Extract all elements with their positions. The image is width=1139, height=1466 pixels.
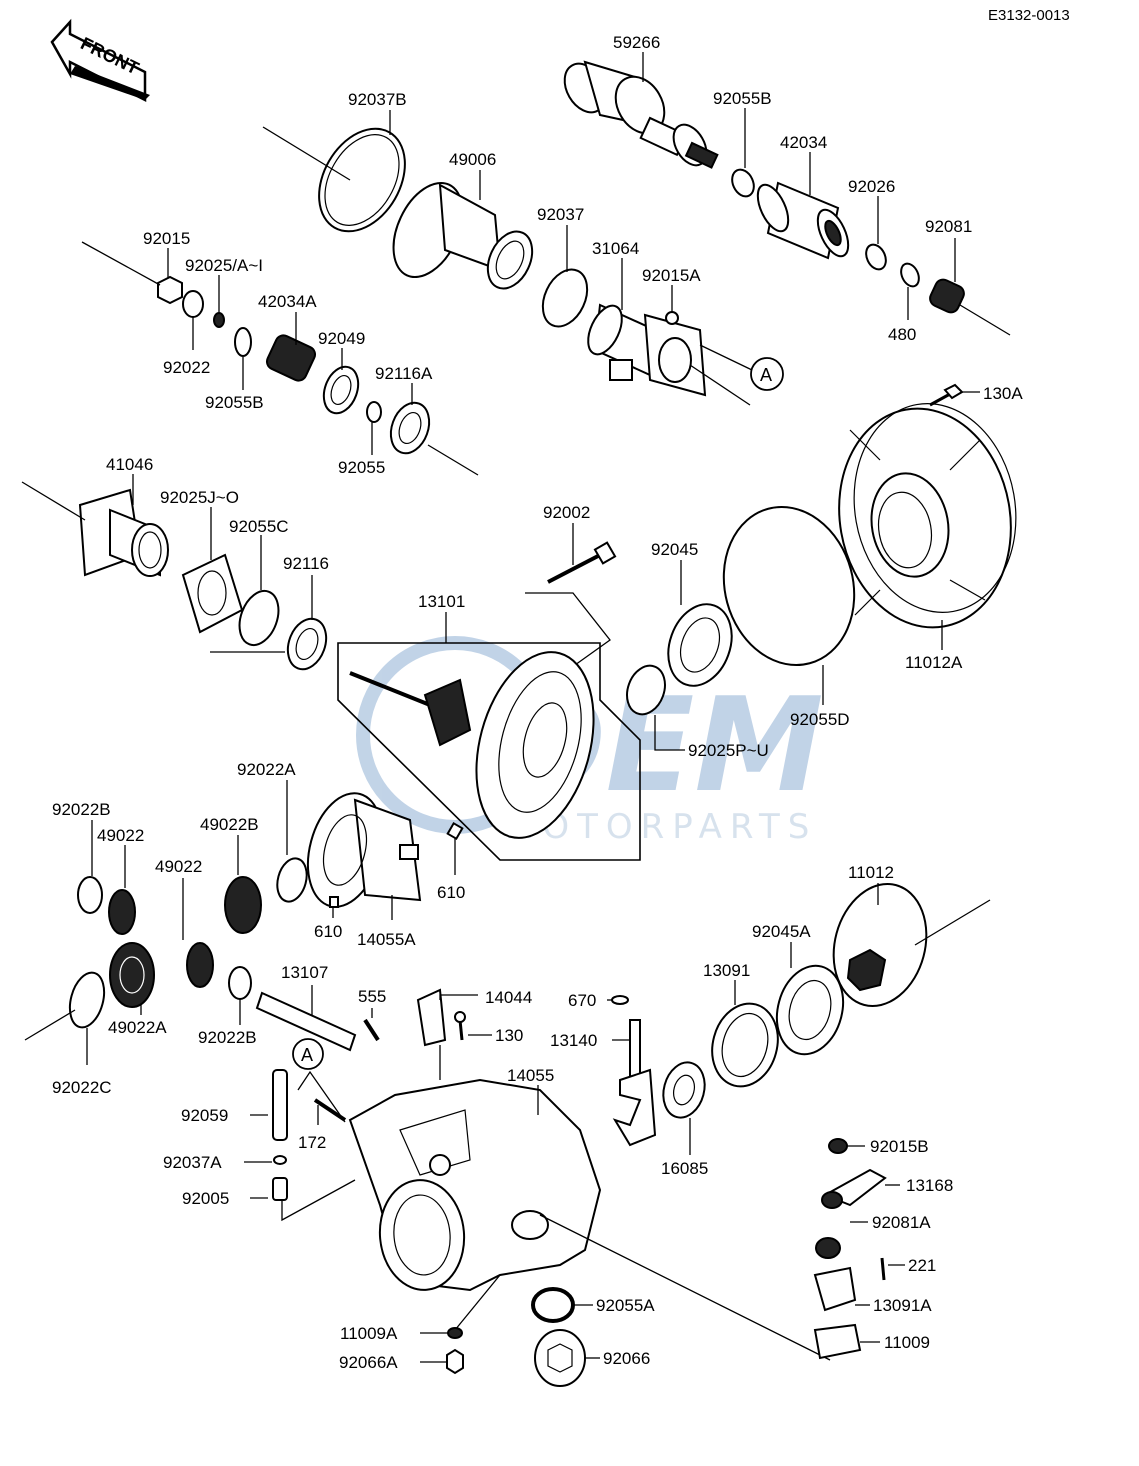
label-49022-top: 49022 — [97, 826, 144, 845]
label-92022B-top: 92022B — [52, 800, 111, 819]
label-92037A: 92037A — [163, 1153, 222, 1172]
label-92055B-left: 92055B — [205, 393, 264, 412]
label-92116A: 92116A — [375, 364, 433, 383]
cover-11012A — [838, 403, 1017, 629]
gear-49022A — [109, 942, 155, 1008]
label-13140: 13140 — [550, 1031, 597, 1050]
label-92015: 92015 — [143, 229, 190, 248]
label-92037: 92037 — [537, 205, 584, 224]
label-92066: 92066 — [603, 1349, 650, 1368]
label-92022: 92022 — [163, 358, 210, 377]
label-11009: 11009 — [884, 1333, 930, 1352]
gear-49022B — [224, 876, 262, 934]
callout-a-top: A — [750, 357, 784, 391]
label-92049: 92049 — [318, 329, 365, 348]
label-92059: 92059 — [181, 1106, 228, 1125]
spring-92081 — [929, 278, 965, 314]
shaft-13107 — [255, 991, 357, 1052]
label-13101: 13101 — [418, 592, 465, 611]
label-49006: 49006 — [449, 150, 496, 169]
label-49022A: 49022A — [108, 1018, 167, 1037]
label-172: 172 — [298, 1133, 326, 1152]
label-49022B: 49022B — [200, 815, 259, 834]
label-92025P-U: 92025P~U — [688, 741, 769, 760]
svg-text:A: A — [760, 365, 772, 385]
label-11009A: 11009A — [340, 1324, 398, 1343]
label-92081A: 92081A — [872, 1213, 931, 1232]
label-92022A: 92022A — [237, 760, 296, 779]
label-13107: 13107 — [281, 963, 328, 982]
label-92022B-bottom: 92022B — [198, 1028, 257, 1047]
label-670: 670 — [568, 991, 596, 1010]
label-14055: 14055 — [507, 1066, 554, 1085]
gear-42034A — [265, 334, 317, 382]
front-arrow: FRONT — [50, 18, 150, 103]
bolt-130A — [929, 383, 964, 407]
label-92015A: 92015A — [642, 266, 701, 285]
label-555: 555 — [358, 987, 386, 1006]
label-480: 480 — [888, 325, 916, 344]
label-42034A: 42034A — [258, 292, 317, 311]
label-11012A: 11012A — [905, 653, 963, 672]
label-92045: 92045 — [651, 540, 698, 559]
label-610-a: 610 — [437, 883, 465, 902]
lever-13168 — [821, 1168, 887, 1209]
label-14055A: 14055A — [357, 930, 416, 949]
label-92025A-I: 92025/A~I — [185, 256, 263, 275]
label-92015B: 92015B — [870, 1137, 929, 1156]
boot-49006 — [392, 181, 534, 290]
label-92037B: 92037B — [348, 90, 407, 109]
label-13091A: 13091A — [873, 1296, 932, 1315]
label-14044: 14044 — [485, 988, 532, 1007]
label-130A: 130A — [983, 384, 1023, 403]
sleeve-42034 — [756, 181, 850, 260]
label-92055C: 92055C — [229, 517, 289, 536]
label-31064: 31064 — [592, 239, 639, 258]
label-221: 221 — [908, 1256, 936, 1275]
label-92116: 92116 — [283, 554, 329, 573]
label-13091: 13091 — [703, 961, 750, 980]
housing-14055 — [348, 1078, 602, 1292]
label-610-b: 610 — [314, 922, 342, 941]
label-16085: 16085 — [661, 1159, 708, 1178]
gear-set-13101 — [337, 642, 641, 861]
label-92005: 92005 — [182, 1189, 229, 1208]
callout-a-bottom: A — [292, 1038, 324, 1070]
gear-16085 — [662, 1061, 706, 1119]
ref-code: E3132-0013 — [988, 7, 1070, 24]
housing-31064 — [587, 303, 707, 397]
label-92026: 92026 — [848, 177, 895, 196]
label-92055B-top: 92055B — [713, 89, 772, 108]
label-42034: 42034 — [780, 133, 827, 152]
label-59266: 59266 — [613, 33, 660, 52]
label-92025J-O: 92025J~O — [160, 488, 239, 507]
svg-text:A: A — [301, 1045, 313, 1065]
label-92081: 92081 — [925, 217, 972, 236]
label-92055D: 92055D — [790, 710, 850, 729]
label-92002: 92002 — [543, 503, 590, 522]
cv-joint-59266 — [563, 60, 719, 169]
label-92045A: 92045A — [752, 922, 811, 941]
label-130: 130 — [495, 1026, 523, 1045]
housing-41046 — [78, 488, 169, 577]
label-13168: 13168 — [906, 1176, 953, 1195]
label-49022-mid: 49022 — [155, 857, 202, 876]
diff-case-14055A — [307, 792, 422, 908]
label-41046: 41046 — [106, 455, 153, 474]
cover-11012 — [832, 882, 928, 1008]
label-92066A: 92066A — [339, 1353, 398, 1372]
label-11012: 11012 — [848, 863, 894, 882]
bolt-92002 — [547, 541, 617, 584]
label-92022C: 92022C — [52, 1078, 112, 1097]
label-92055: 92055 — [338, 458, 385, 477]
label-92055A: 92055A — [596, 1296, 655, 1315]
shift-lever-13140 — [612, 1019, 657, 1147]
